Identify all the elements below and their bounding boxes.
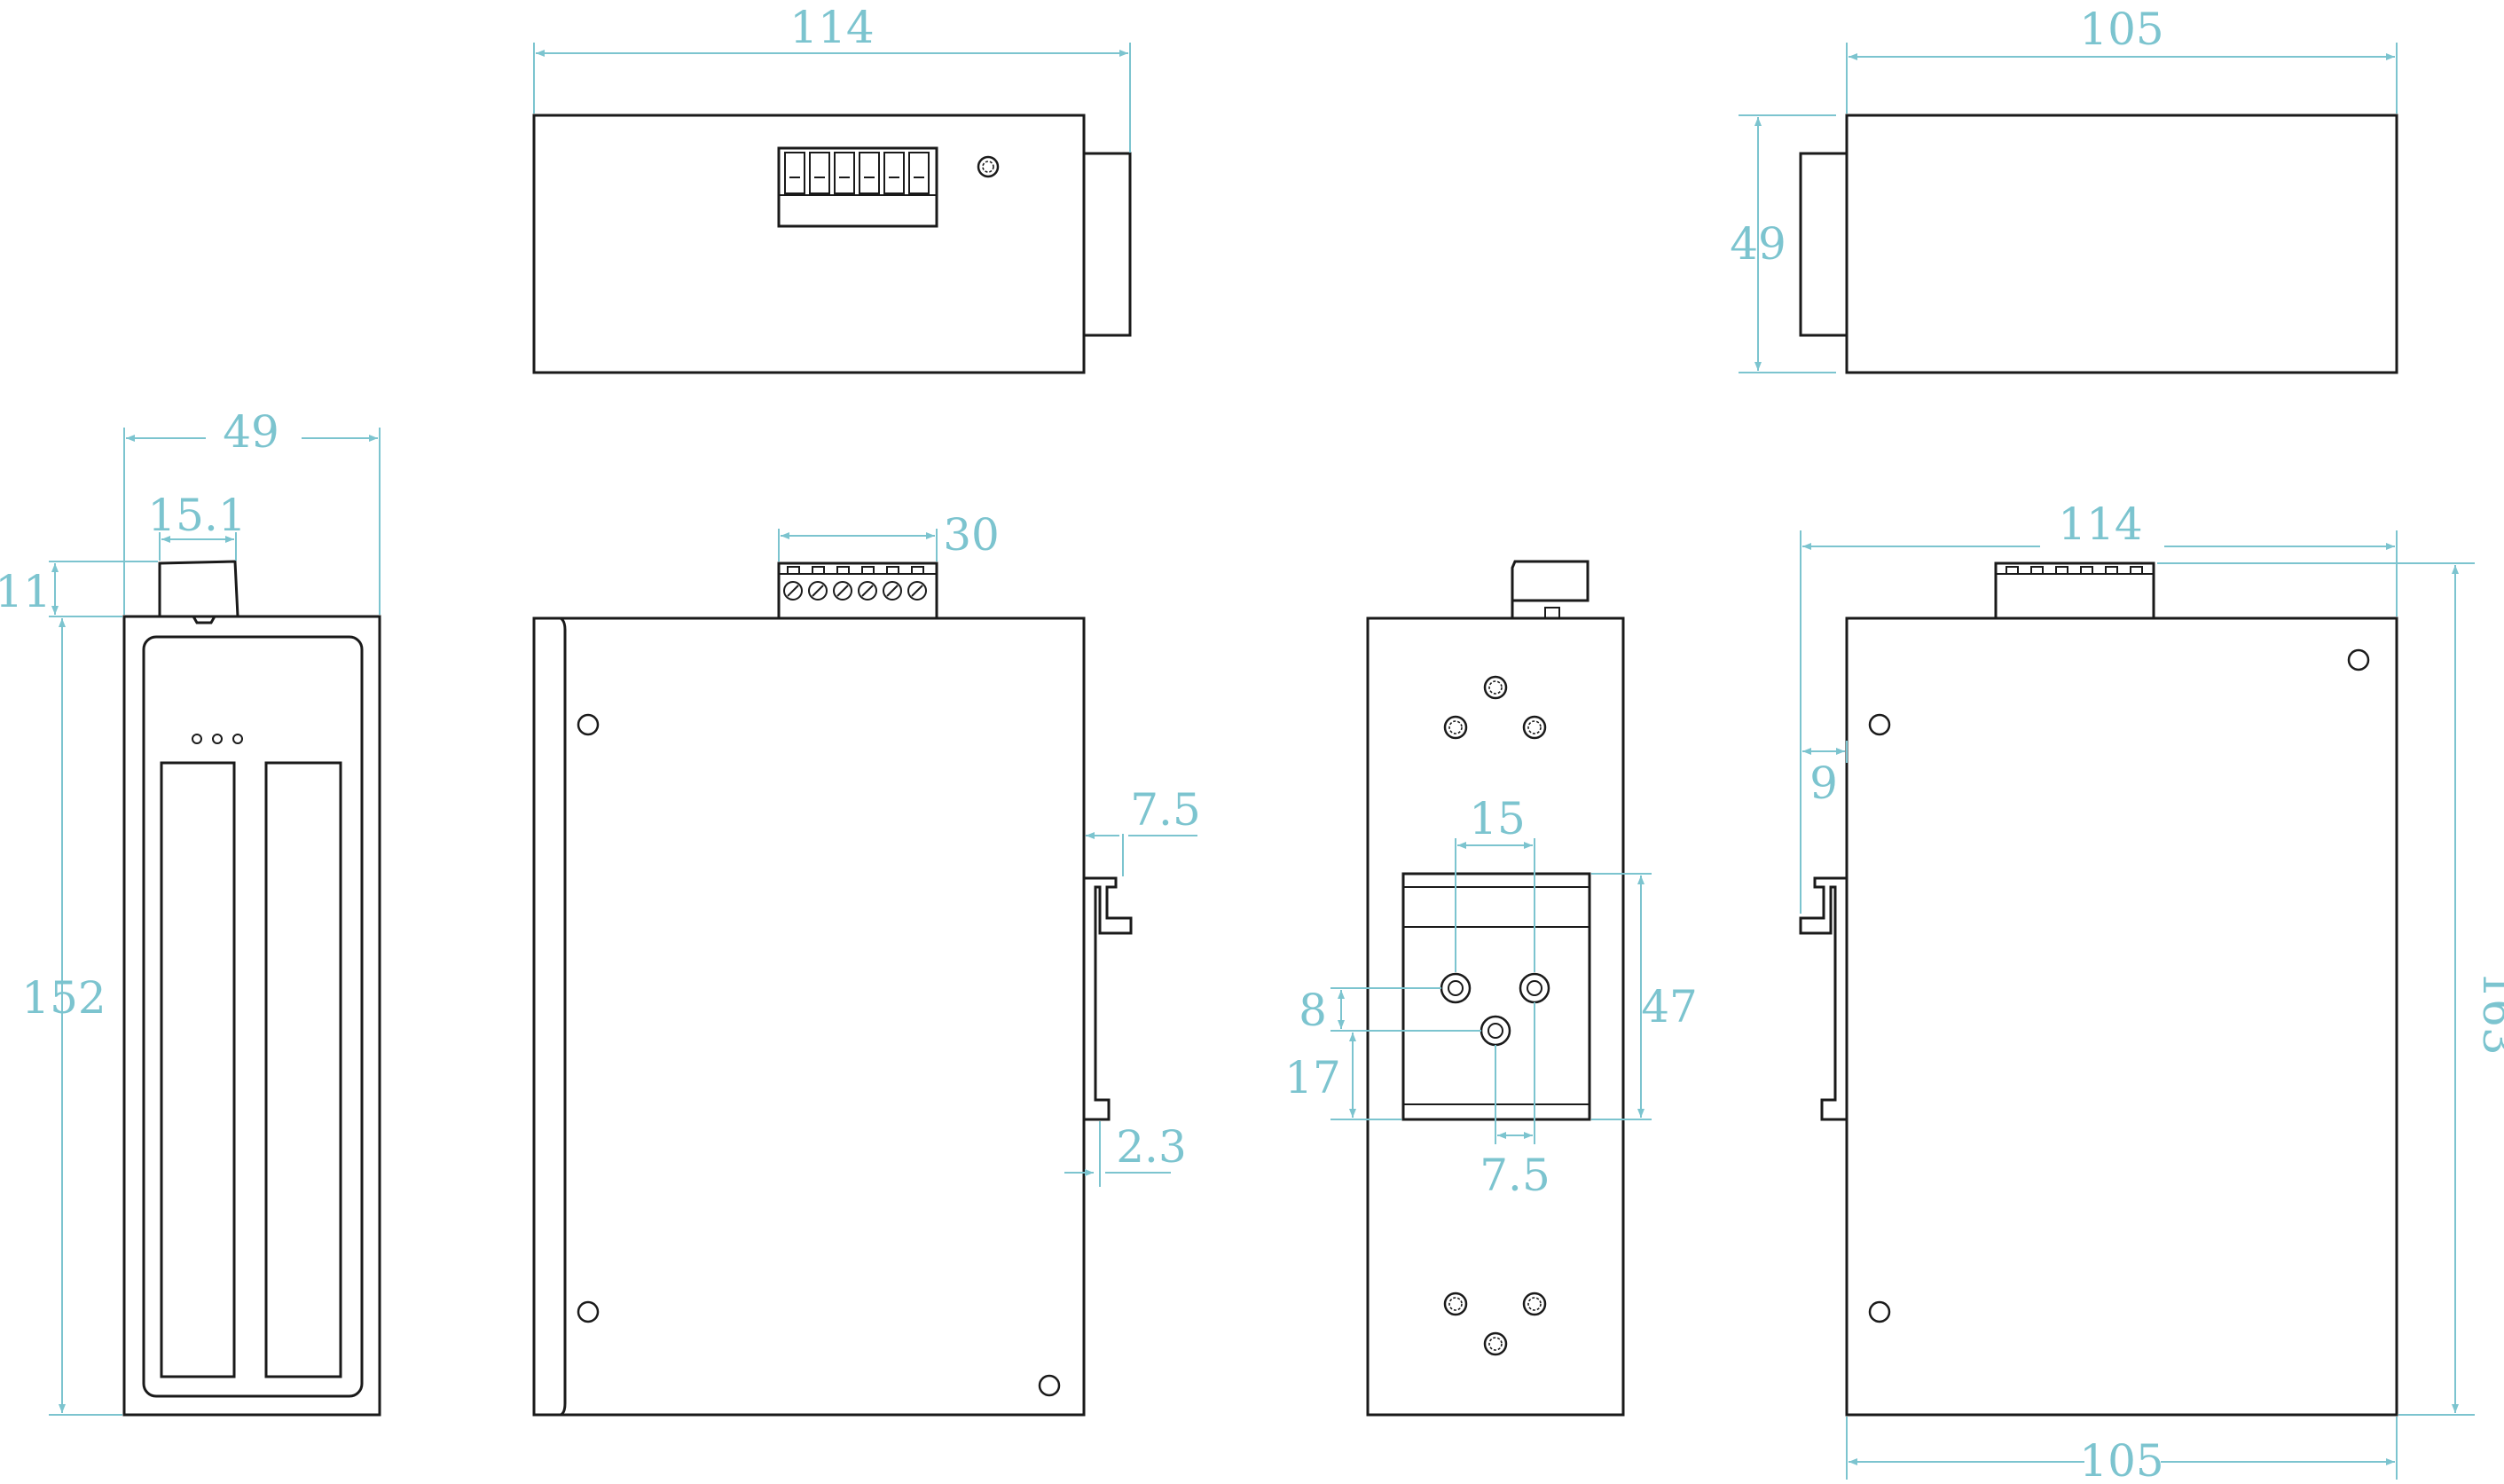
dim-side-width-top: 114 [2058,499,2142,550]
dim-front-width: 49 [223,406,279,458]
dim-front-connector-width: 15.1 [147,490,246,541]
rail-screw-icon [1440,972,1472,1004]
side-view-right-rail-clip [1799,876,1847,1121]
side-view-right-body [1845,616,2398,1417]
led-icon [192,734,202,744]
dim-top-view-width: 114 [789,2,874,53]
top-view-terminal-block [777,146,938,228]
screw-icon [1443,1292,1468,1316]
screw-icon [577,713,600,736]
side-view-terminal-block [777,561,938,620]
dim-front-connector-height: 11 [0,566,51,617]
front-view-port-left [160,761,236,1378]
dim-side-view-height: 49 [1730,218,1786,270]
dim-side-overall-height: 163 [2473,970,2504,1055]
dim-side-view-width: 105 [2079,4,2163,55]
rear-view-connector [1511,560,1590,618]
front-view: 49 15.1 11 152 [0,406,381,1417]
screw-icon [1483,675,1508,700]
rear-view: 15 8 17 47 7.5 [1284,560,1698,1417]
rail-screw-icon [1480,1015,1511,1047]
front-view-port-right [264,761,342,1378]
dim-rail-center-offset: 7.5 [1480,1150,1550,1201]
front-view-body [122,615,381,1417]
rear-view-body [1366,616,1625,1417]
dim-rail-hole-offset-8: 8 [1299,985,1327,1036]
side-top-view-body [1845,114,2398,374]
dim-rail-clip-offset: 2.3 [1116,1121,1187,1173]
screw-icon [1483,1331,1508,1356]
led-icon [212,734,223,744]
screw-icon [2347,648,2370,671]
dim-rail-hole-offset-17: 17 [1284,1052,1341,1103]
side-view-right: 114 9 163 105 [1799,499,2504,1484]
screw-icon [577,1300,600,1323]
front-view-connector [158,560,239,624]
side-view-body [532,616,1086,1417]
dim-side-clip-offset: 9 [1809,758,1838,809]
dim-rail-bracket-height: 47 [1641,981,1698,1033]
side-top-view: 105 49 [1730,4,2398,374]
side-view-rail-clip [1084,876,1133,1121]
top-view: 114 [532,2,1132,374]
dim-rail-clip-depth: 7.5 [1130,784,1201,836]
screw-icon [1522,1292,1547,1316]
screw-icon [1443,715,1468,740]
dim-front-height: 152 [21,972,106,1024]
side-view-right-terminal-block [1994,561,2155,620]
top-view-rail-clip [1082,152,1132,337]
front-view-panel [142,635,364,1398]
led-icon [232,734,243,744]
dim-terminal-block-width: 30 [943,509,1000,561]
dim-rail-hole-spacing: 15 [1469,793,1526,844]
dim-side-width-bottom: 105 [2079,1435,2163,1484]
screw-icon [1522,715,1547,740]
side-view-terminal: 30 7.5 2.3 [532,509,1201,1417]
screw-icon [1868,713,1891,736]
rail-screw-icon [1519,972,1550,1004]
screw-icon [1038,1374,1061,1397]
top-view-screw-icon [977,155,1000,178]
screw-icon [1868,1300,1891,1323]
side-top-view-rail-clip [1799,152,1849,337]
